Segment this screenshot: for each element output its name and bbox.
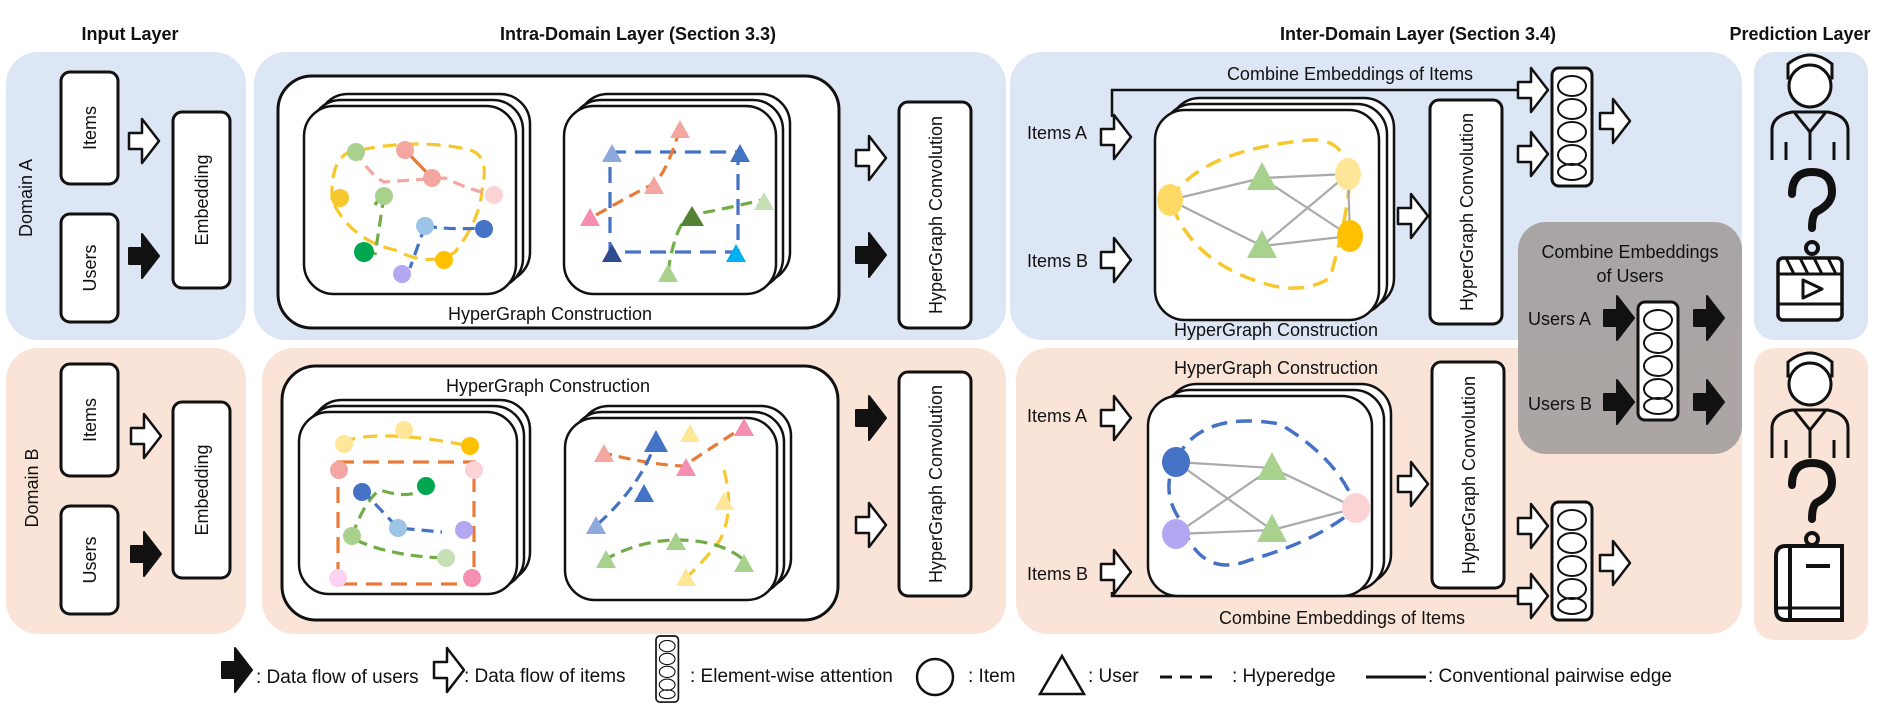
legend-pairwise: : Conventional pairwise edge [1428, 666, 1672, 687]
user-triangle-icon [1037, 653, 1087, 696]
legend-user: : User [1088, 666, 1139, 687]
combine-items-label-b: Combine Embeddings of Items [1219, 608, 1465, 628]
inter-domain-header: Inter-Domain Layer (Section 3.4) [1280, 24, 1556, 44]
users-b-label: Users B [1528, 394, 1592, 414]
hypergraph-convolution-label-inter-a: HyperGraph Convolution [1457, 113, 1477, 311]
hypergraph-construction-label-inter-b: HyperGraph Construction [1174, 358, 1378, 378]
embedding-label-b: Embedding [192, 444, 212, 535]
prediction-layer-header: Prediction Layer [1729, 24, 1870, 44]
users-box-a [59, 212, 120, 324]
items-a-label-bottom: Items A [1027, 406, 1087, 426]
pairwise-skip-edge-b [1110, 592, 1520, 598]
combine-users-title-line1: Combine Embeddings [1541, 242, 1718, 262]
arrow-filled-icon [221, 647, 253, 693]
input-layer-header: Input Layer [81, 24, 178, 44]
item-circle-icon [915, 657, 955, 697]
hypergraph-convolution-box-inter-b [1430, 360, 1506, 590]
hypergraph-construction-label-inter-a: HyperGraph Construction [1174, 320, 1378, 340]
book-icon [1774, 544, 1844, 622]
pairwise-skip-edge-a [1110, 88, 1518, 117]
legend-hyperedge: : Hyperedge [1232, 666, 1336, 687]
hypergraph-convolution-label-a: HyperGraph Convolution [926, 116, 946, 314]
attention-vector-icon [655, 635, 680, 703]
attention-vector-icon [1636, 300, 1680, 422]
hypergraph-construction-label-a: HyperGraph Construction [448, 304, 652, 324]
hypergraph-construction-label-b: HyperGraph Construction [446, 376, 650, 396]
hypergraph-convolution-box-a [897, 100, 973, 330]
legend: : Data flow of users : Data flow of item… [221, 635, 1672, 703]
item-hypergraph-card-b [297, 410, 519, 596]
users-box-b [59, 504, 120, 616]
domain-a-label: Domain A [16, 159, 36, 237]
users-label-a: Users [80, 244, 100, 291]
hypergraph-convolution-label-inter-b: HyperGraph Convolution [1459, 376, 1479, 574]
legend-items-flow: : Data flow of items [464, 666, 626, 687]
items-label-b: Items [80, 398, 100, 442]
cross-domain-hypergraph-a [1157, 138, 1363, 290]
cross-domain-hypergraph-card-b [1146, 394, 1374, 598]
items-box-a [59, 70, 120, 186]
embedding-box-a [171, 110, 232, 290]
embedding-label-a: Embedding [192, 154, 212, 245]
hypergraph-convolution-box-b [897, 370, 973, 598]
items-a-label-top: Items A [1027, 123, 1087, 143]
item-nodes-b [329, 421, 483, 587]
movie-icon [1776, 256, 1844, 322]
attention-vector-icon [1550, 66, 1594, 188]
items-b-label-bottom: Items B [1027, 564, 1088, 584]
users-label-b: Users [80, 536, 100, 583]
combine-users-panel [1518, 222, 1742, 454]
user-nodes-b [586, 418, 754, 586]
combine-users-title-line2: of Users [1596, 266, 1663, 286]
items-label-a: Items [80, 106, 100, 150]
items-box-b [59, 362, 120, 478]
combine-items-label-a: Combine Embeddings of Items [1227, 64, 1473, 84]
user-nodes-a [580, 120, 774, 282]
legend-item: : Item [968, 666, 1016, 687]
attention-vector-icon [1550, 500, 1594, 622]
domain-b-label: Domain B [22, 448, 42, 527]
cross-domain-hypergraph-b [1162, 419, 1370, 567]
legend-users-flow: : Data flow of users [256, 667, 419, 688]
item-nodes-a [331, 141, 503, 283]
legend-attention: : Element-wise attention [690, 666, 893, 687]
items-b-label-top: Items B [1027, 251, 1088, 271]
users-a-label: Users A [1528, 309, 1591, 329]
embedding-box-b [171, 400, 232, 580]
hypergraph-convolution-label-b: HyperGraph Convolution [926, 385, 946, 583]
user-hypergraph-card-b [563, 416, 779, 602]
arrow-outline-icon [432, 646, 466, 694]
hypergraph-convolution-box-inter-a [1428, 98, 1504, 326]
intra-domain-header: Intra-Domain Layer (Section 3.3) [500, 24, 776, 44]
